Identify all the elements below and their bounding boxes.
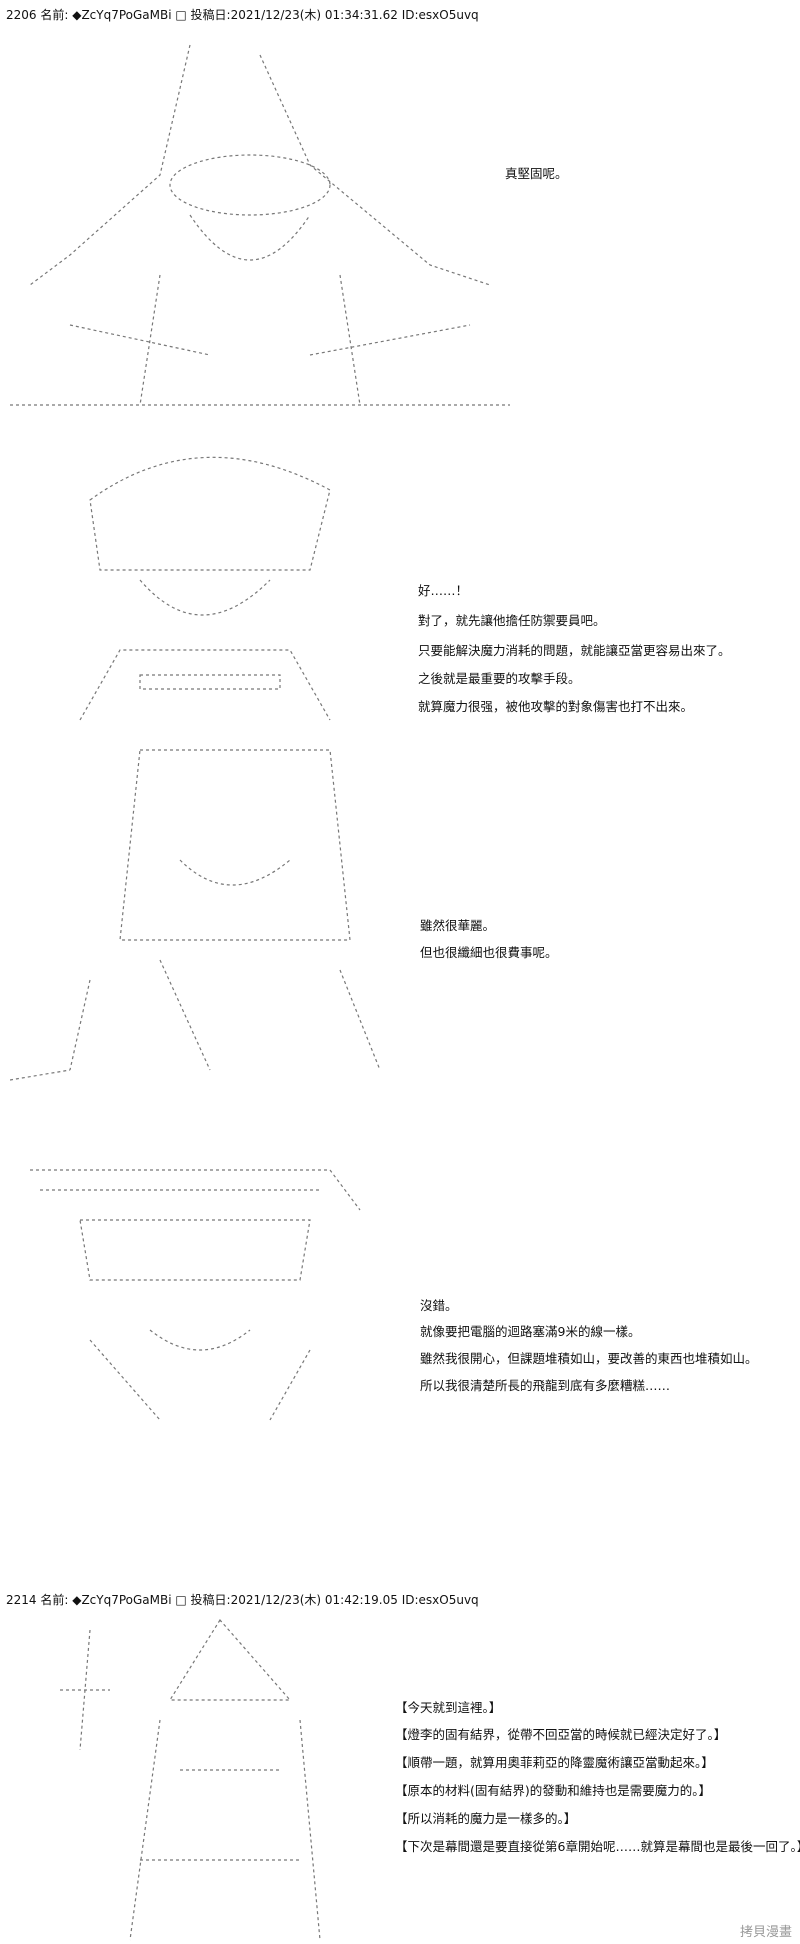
- dialogue-line: 雖然我很開心，但課題堆積如山，要改善的東西也堆積如山。: [420, 1351, 758, 1366]
- dialogue-line: 真堅固呢。: [505, 166, 568, 181]
- dialogue-line: 沒錯。: [420, 1298, 458, 1313]
- ascii-art-character-2: [40, 430, 370, 730]
- ascii-art-character-3: [9, 740, 381, 1100]
- dialogue-line: 【所以消耗的魔力是一樣多的。】: [395, 1811, 577, 1826]
- post-header: 2206 名前: ◆ZcYq7PoGaMBi □ 投稿日:2021/12/23(…: [6, 8, 479, 22]
- dialogue-line: 【燈李的固有結界，從帶不回亞當的時候就已經決定好了。】: [395, 1727, 727, 1742]
- post-header: 2214 名前: ◆ZcYq7PoGaMBi □ 投稿日:2021/12/23(…: [6, 1593, 479, 1607]
- dialogue-line: 所以我很清楚所長的飛龍到底有多麼糟糕……: [420, 1378, 671, 1393]
- dialogue-line: 【順帶一題，就算用奧菲莉亞的降靈魔術讓亞當動起來。】: [395, 1755, 714, 1770]
- dialogue-line: 【原本的材料(固有結界)的發動和維持也是需要魔力的。】: [395, 1783, 712, 1798]
- dialogue-line: 但也很纖細也很費事呢。: [420, 945, 558, 960]
- ascii-art-character-5: [20, 1610, 360, 1944]
- dialogue-line: 之後就是最重要的攻擊手段。: [418, 671, 581, 686]
- dialogue-line: 就像要把電腦的迴路塞滿9米的線一樣。: [420, 1324, 641, 1339]
- dialogue-line: 好……！: [418, 583, 469, 598]
- dialogue-line: 雖然很華麗。: [420, 918, 496, 933]
- watermark: 拷貝漫畫: [739, 1925, 792, 1940]
- dialogue-line: 就算魔力很强，被他攻擊的對象傷害也打不出來。: [418, 699, 694, 714]
- dialogue-line: 只要能解決魔力消耗的問題，就能讓亞當更容易出來了。: [418, 643, 731, 658]
- dialogue-line: 【今天就到這裡。】: [395, 1700, 502, 1715]
- dialogue-line: 【下次是幕間還是要直接從第6章開始呢……就算是幕間也是最後一回了。】: [395, 1839, 800, 1854]
- ascii-art-character-4: [30, 1150, 370, 1450]
- ascii-art-character-hat: [10, 25, 510, 425]
- dialogue-line: 對了，就先讓他擔任防禦要員吧。: [418, 613, 606, 628]
